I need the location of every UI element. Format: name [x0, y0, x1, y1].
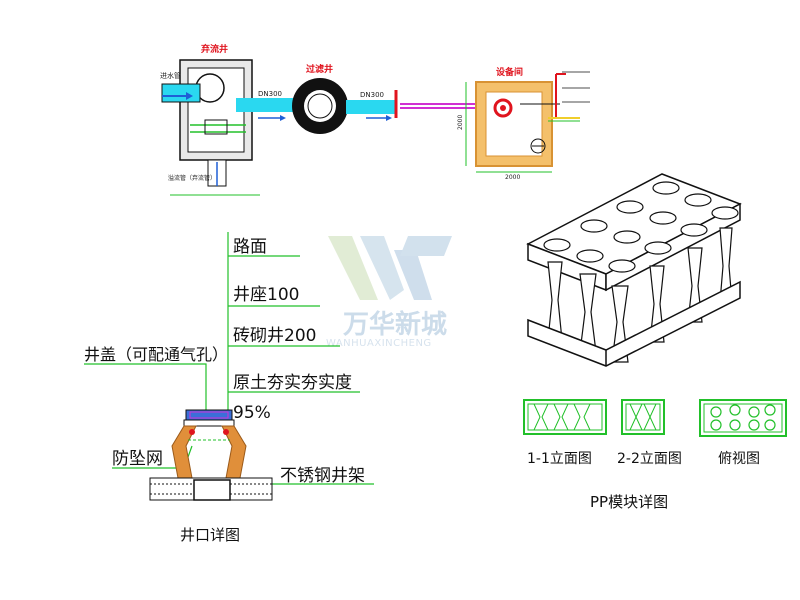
- pipe-size-2: DN300: [360, 91, 384, 99]
- watermark-logo-mid: [360, 236, 404, 300]
- pp-module: 1-1立面图 2-2立面图 俯视图 PP模块详图: [523, 173, 787, 511]
- label-compaction-1: 原土夯实夯实度: [233, 373, 352, 393]
- label-brick-well: 砖砌井200: [233, 326, 316, 346]
- pp-elevation-2: 2-2立面图: [617, 399, 682, 467]
- pp-elevation-1-label: 1-1立面图: [527, 451, 592, 467]
- equipment-room: 设备间: [475, 66, 590, 167]
- steel-frame: [193, 479, 231, 501]
- pp-top-view: 俯视图: [699, 399, 787, 467]
- watermark-logo-left: [328, 236, 378, 300]
- watermark-logo-right: [394, 250, 432, 300]
- label-well-cover: 井盖（可配通气孔）: [84, 345, 228, 364]
- watermark-logo-bar: [400, 236, 452, 256]
- watermark: 万华新城 WANHUAXINCHENG: [326, 236, 452, 349]
- inlet-pipe: [161, 83, 201, 103]
- label-fall-net: 防坠网: [112, 449, 163, 469]
- watermark-sub: WANHUAXINCHENG: [326, 338, 432, 349]
- label-compaction-2: 95%: [233, 403, 271, 423]
- label-well-seat: 井座100: [233, 285, 299, 305]
- inlet-pipe-label: 进水管: [160, 71, 181, 80]
- dim-height: 2000: [457, 115, 464, 130]
- diversion-well-label: 弃流井: [201, 43, 228, 55]
- pipe-to-filter: [236, 98, 296, 112]
- filter-well-label: 过滤井: [306, 63, 333, 75]
- pp-elevation-1: 1-1立面图: [523, 399, 607, 467]
- top-plan: 弃流井 进水管 溢流管（弃流管） DN300 过滤井 DN300: [160, 43, 590, 196]
- pipe-size-1: DN300: [258, 90, 282, 98]
- watermark-brand: 万华新城: [343, 309, 447, 340]
- label-steel-frame: 不锈钢井架: [280, 466, 365, 486]
- pp-top-view-label: 俯视图: [718, 451, 760, 467]
- pipe-to-room: [346, 100, 396, 114]
- pump-icon: [493, 98, 513, 118]
- manhole-caption: 井口详图: [180, 526, 240, 544]
- label-road-surface: 路面: [233, 237, 267, 257]
- pp-elevation-2-label: 2-2立面图: [617, 451, 682, 467]
- pp-module-caption: PP模块详图: [590, 493, 668, 511]
- manhole-detail: 路面 井座100 砖砌井200 原土夯实夯实度 95% 井盖（可配通气孔） 防坠…: [84, 232, 374, 544]
- diversion-well: 弃流井 进水管 溢流管（弃流管）: [160, 43, 260, 196]
- equipment-room-label: 设备间: [496, 66, 523, 78]
- pp-module-holes: [543, 181, 739, 273]
- dim-width: 2000: [505, 174, 520, 181]
- dimension-lines: 2000 2000: [457, 82, 552, 181]
- overflow-pipe-label: 溢流管（弃流管）: [168, 174, 216, 182]
- filter-well: 过滤井: [292, 63, 348, 134]
